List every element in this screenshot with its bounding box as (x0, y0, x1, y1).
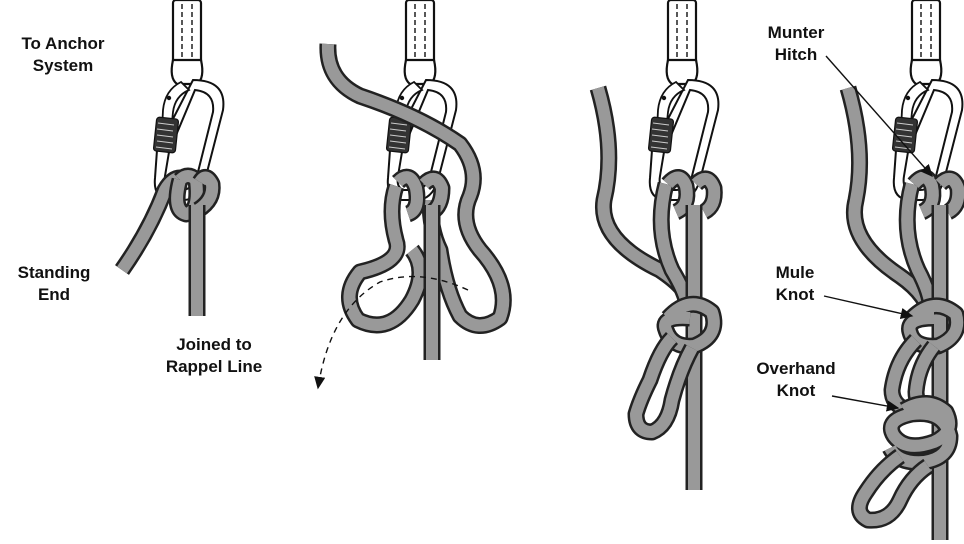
label-overhand-line1: Overhand (748, 358, 844, 380)
label-overhand-knot: Overhand Knot (748, 358, 844, 402)
step-1-illustration (122, 0, 223, 316)
label-mule-knot: Mule Knot (760, 262, 830, 306)
label-joined-to-rappel-line: Joined to Rappel Line (150, 334, 278, 378)
mule-knot-arrow (824, 296, 912, 316)
label-munter-line2: Hitch (754, 44, 838, 66)
label-to-anchor-system: To Anchor System (4, 33, 122, 77)
label-standing-line2: End (4, 284, 104, 306)
label-standing-line1: Standing (4, 262, 104, 284)
label-munter-hitch: Munter Hitch (754, 22, 838, 66)
label-anchor-line2: System (4, 55, 122, 77)
label-munter-line1: Munter (754, 22, 838, 44)
label-joined-line2: Rappel Line (150, 356, 278, 378)
label-standing-end: Standing End (4, 262, 104, 306)
step-2-illustration (318, 0, 503, 388)
step-4-illustration (824, 0, 962, 540)
step-3-illustration (598, 0, 718, 490)
anchor-sling-carabiner-3 (648, 0, 718, 200)
label-mule-line2: Knot (760, 284, 830, 306)
label-overhand-line2: Knot (748, 380, 844, 402)
label-mule-line1: Mule (760, 262, 830, 284)
label-joined-line1: Joined to (150, 334, 278, 356)
label-anchor-line1: To Anchor (4, 33, 122, 55)
anchor-sling-carabiner-2 (386, 0, 456, 200)
